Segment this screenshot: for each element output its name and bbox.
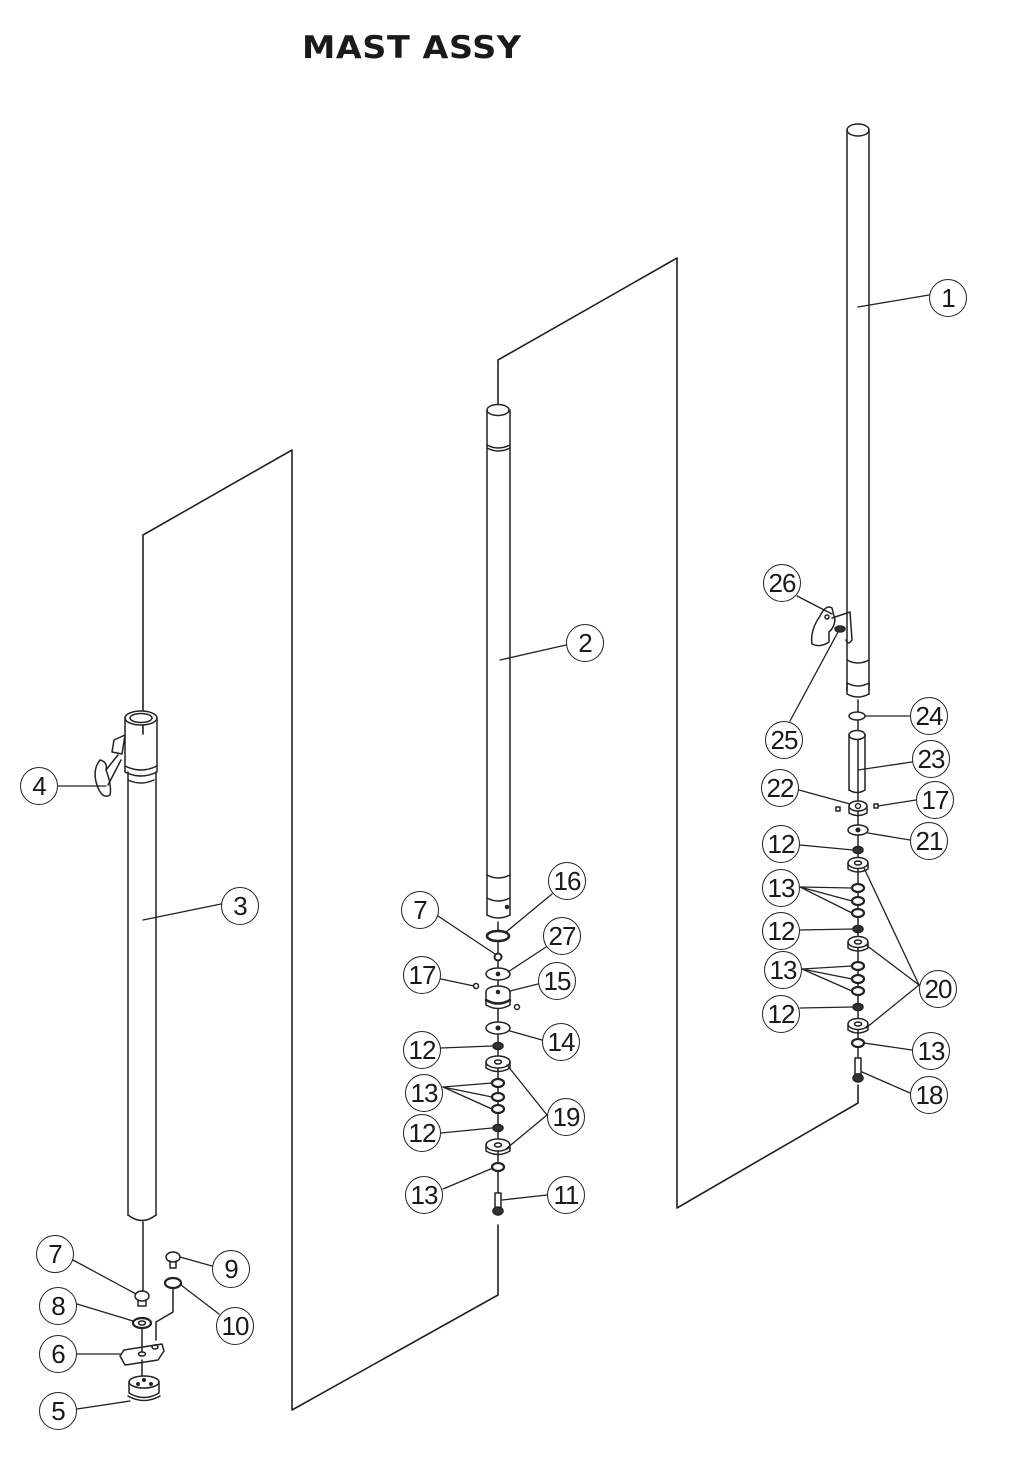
callout-part-11: 11 bbox=[547, 1176, 585, 1214]
callout-part-6: 6 bbox=[39, 1335, 77, 1373]
callout-label: 15 bbox=[543, 965, 572, 996]
upper-mast-tube bbox=[846, 123, 870, 698]
callout-label: 22 bbox=[766, 772, 795, 803]
callout-label: 13 bbox=[410, 1179, 439, 1210]
callout-part-12: 12 bbox=[762, 912, 800, 950]
callout-part-13: 13 bbox=[912, 1032, 950, 1070]
callout-label: 4 bbox=[32, 770, 47, 801]
callout-label: 16 bbox=[553, 865, 582, 896]
callout-part-12: 12 bbox=[762, 995, 800, 1033]
callout-label: 24 bbox=[915, 700, 944, 731]
callout-part-10: 10 bbox=[216, 1307, 254, 1345]
callout-label: 12 bbox=[408, 1117, 437, 1148]
callout-part-3: 3 bbox=[221, 887, 259, 925]
callout-part-7: 7 bbox=[401, 891, 439, 929]
callout-label: 23 bbox=[917, 743, 946, 774]
lower-mast-tube bbox=[94, 710, 158, 1295]
callout-label: 17 bbox=[408, 959, 437, 990]
callout-part-13: 13 bbox=[405, 1074, 443, 1112]
callout-label: 13 bbox=[767, 872, 796, 903]
callout-label: 12 bbox=[767, 998, 796, 1029]
callout-part-26: 26 bbox=[763, 564, 801, 602]
callout-label: 7 bbox=[48, 1238, 63, 1269]
callout-label: 7 bbox=[413, 894, 428, 925]
callout-part-12: 12 bbox=[403, 1031, 441, 1069]
callout-part-21: 21 bbox=[910, 822, 948, 860]
callout-label: 8 bbox=[51, 1290, 66, 1321]
middle-mast-tube bbox=[486, 403, 511, 919]
callout-part-4: 4 bbox=[20, 767, 58, 805]
callout-leader-lines bbox=[57, 294, 930, 1410]
callout-part-20: 20 bbox=[919, 970, 957, 1008]
callout-label: 11 bbox=[553, 1179, 580, 1210]
lower-mast-base-parts bbox=[119, 1251, 183, 1402]
callout-part-25: 25 bbox=[765, 721, 803, 759]
callout-part-17: 17 bbox=[916, 781, 954, 819]
callout-label: 13 bbox=[410, 1077, 439, 1108]
callout-label: 25 bbox=[770, 724, 799, 755]
callout-label: 13 bbox=[917, 1035, 946, 1066]
callout-part-24: 24 bbox=[910, 697, 948, 735]
callout-label: 18 bbox=[915, 1079, 944, 1110]
callout-label: 19 bbox=[552, 1101, 581, 1132]
callout-part-22: 22 bbox=[761, 769, 799, 807]
upper-mast-hardware-stack bbox=[835, 699, 879, 1083]
callout-label: 1 bbox=[941, 282, 956, 313]
callout-part-9: 9 bbox=[212, 1250, 250, 1288]
callout-part-23: 23 bbox=[912, 740, 950, 778]
callout-label: 12 bbox=[767, 828, 796, 859]
callout-part-5: 5 bbox=[39, 1392, 77, 1430]
callout-label: 21 bbox=[915, 825, 944, 856]
clamp-knob-icon bbox=[94, 734, 126, 797]
callout-part-2: 2 bbox=[566, 624, 604, 662]
callout-part-12: 12 bbox=[403, 1114, 441, 1152]
callout-part-1: 1 bbox=[929, 279, 967, 317]
callout-label: 26 bbox=[768, 567, 797, 598]
callout-part-12: 12 bbox=[762, 825, 800, 863]
callout-part-14: 14 bbox=[542, 1023, 580, 1061]
upper-mast-latch bbox=[810, 606, 853, 647]
callout-label: 5 bbox=[51, 1395, 66, 1426]
callout-label: 27 bbox=[548, 920, 577, 951]
callout-part-15: 15 bbox=[538, 962, 576, 1000]
callout-label: 6 bbox=[51, 1338, 66, 1369]
callout-part-17: 17 bbox=[403, 956, 441, 994]
callout-label: 10 bbox=[221, 1310, 250, 1341]
callout-label: 2 bbox=[578, 627, 593, 658]
callout-label: 13 bbox=[769, 954, 798, 985]
callout-part-13: 13 bbox=[762, 869, 800, 907]
callout-part-13: 13 bbox=[405, 1176, 443, 1214]
callout-label: 20 bbox=[924, 973, 953, 1004]
callout-part-13: 13 bbox=[764, 951, 802, 989]
callout-part-18: 18 bbox=[910, 1076, 948, 1114]
callout-part-19: 19 bbox=[547, 1098, 585, 1136]
callout-label: 9 bbox=[224, 1253, 239, 1284]
callout-label: 17 bbox=[921, 784, 950, 815]
callout-label: 14 bbox=[547, 1026, 576, 1057]
middle-mast-hardware-stack bbox=[472, 921, 521, 1216]
diagram-title: MAST ASSY bbox=[302, 30, 522, 66]
callout-label: 12 bbox=[408, 1034, 437, 1065]
callout-label: 12 bbox=[767, 915, 796, 946]
callout-part-7: 7 bbox=[36, 1235, 74, 1273]
callout-part-16: 16 bbox=[548, 862, 586, 900]
callout-part-8: 8 bbox=[39, 1287, 77, 1325]
callout-label: 3 bbox=[233, 890, 248, 921]
callout-part-27: 27 bbox=[543, 917, 581, 955]
assembly-connector-lines bbox=[142, 257, 859, 1411]
